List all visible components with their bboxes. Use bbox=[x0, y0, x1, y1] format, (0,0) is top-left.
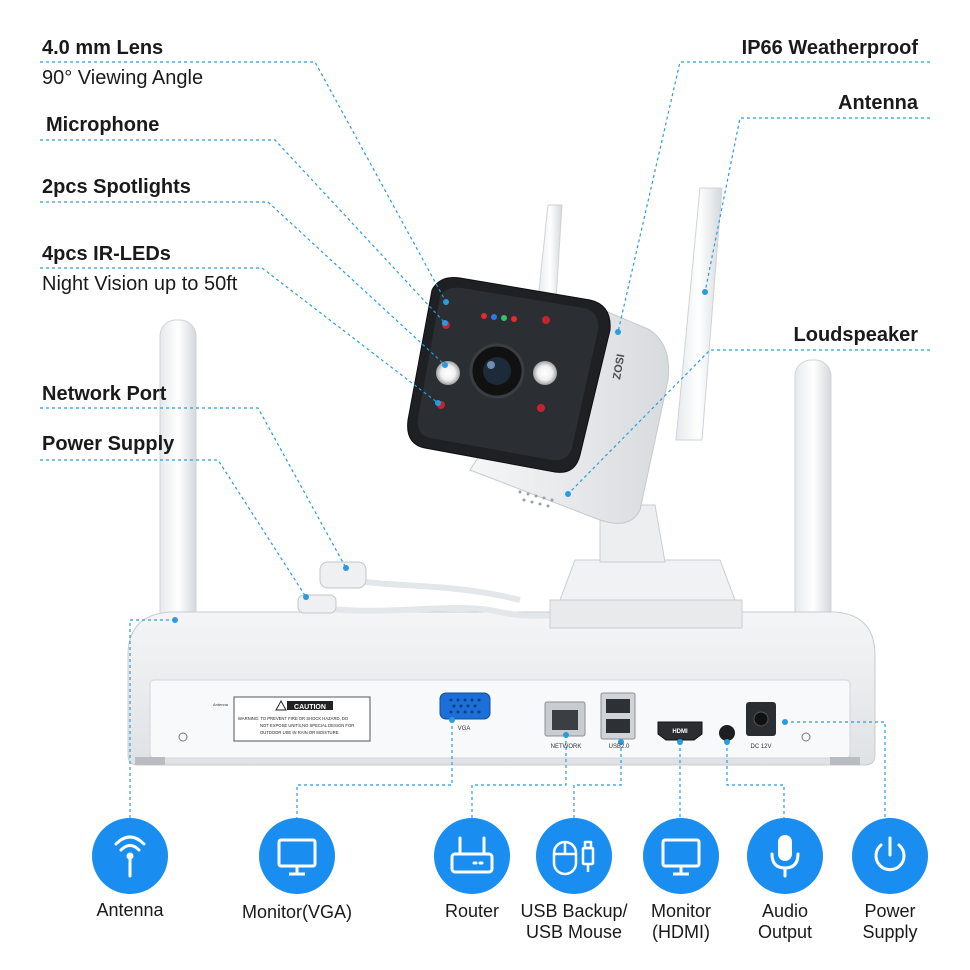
mouse-usb-icon bbox=[552, 840, 595, 876]
callout-network-port-title: Network Port bbox=[42, 383, 167, 405]
callout-loudspeaker: Loudspeaker bbox=[794, 323, 918, 347]
microphone-icon bbox=[770, 835, 800, 878]
port-label-usb-line2: USB Mouse bbox=[525, 922, 623, 942]
port-label-monitor-hdmi: Monitor (HDMI) bbox=[616, 901, 746, 943]
callout-power-supply-title: Power Supply bbox=[42, 433, 175, 455]
port-label-antenna-line1: Antenna bbox=[96, 900, 164, 920]
callout-ir-leds-sub: Night Vision up to 50ft bbox=[42, 273, 238, 295]
nvr-recorder bbox=[127, 611, 876, 766]
callout-microphone: Microphone bbox=[46, 113, 159, 137]
camera-antenna-right bbox=[675, 187, 723, 441]
callout-lens: 4.0 mm Lens 90° Viewing Angle bbox=[42, 36, 203, 90]
camera-antenna-left bbox=[537, 204, 563, 301]
callout-microphone-title: Microphone bbox=[46, 114, 160, 136]
port-label-antenna: Antenna bbox=[65, 900, 195, 921]
monitor-icon bbox=[277, 838, 317, 876]
power-supply-port-icon bbox=[852, 818, 928, 894]
port-label-usb-line1: USB Backup/ bbox=[520, 901, 628, 921]
port-label-power-line2: Supply bbox=[862, 922, 918, 942]
port-label-audio-line2: Output bbox=[757, 922, 813, 942]
power-icon bbox=[874, 836, 906, 872]
callout-weatherproof: IP66 Weatherproof bbox=[742, 36, 918, 60]
callout-ir-leds-title: 4pcs IR-LEDs bbox=[42, 243, 171, 265]
network-port-label: NETWORK bbox=[551, 744, 582, 750]
caution-label: CAUTION bbox=[294, 704, 326, 711]
callout-weatherproof-title: IP66 Weatherproof bbox=[741, 37, 918, 59]
callout-power-supply: Power Supply bbox=[42, 432, 174, 456]
monitor-hdmi-port-icon bbox=[643, 818, 719, 894]
callout-antenna: Antenna bbox=[838, 91, 918, 115]
camera-mount bbox=[549, 504, 743, 629]
monitor-icon bbox=[661, 838, 701, 876]
callout-lens-sub: 90° Viewing Angle bbox=[42, 67, 204, 89]
audio-output-port-icon bbox=[747, 818, 823, 894]
callout-antenna-title: Antenna bbox=[838, 92, 918, 114]
vga-port-label: VGA bbox=[458, 726, 471, 732]
port-label-usb: USB Backup/ USB Mouse bbox=[509, 901, 639, 943]
warning-line-1: WARNING: TO PREVENT FIRE OR SHOCK HAZARD… bbox=[238, 716, 349, 721]
port-label-power: Power Supply bbox=[825, 901, 955, 943]
port-label-monitor-hdmi-line2: (HDMI) bbox=[652, 922, 710, 942]
dc-port-label: DC 12V bbox=[750, 744, 771, 750]
usb-port-label: USB2.0 bbox=[609, 744, 630, 750]
callout-network-port: Network Port bbox=[42, 382, 166, 406]
callout-spotlights: 2pcs Spotlights bbox=[42, 175, 191, 199]
hdmi-port-label: HDMI bbox=[672, 729, 688, 735]
nvr-antenna-label: Antenna bbox=[213, 702, 229, 707]
usb-port-icon bbox=[536, 818, 612, 894]
port-label-monitor-vga-line1: Monitor(VGA) bbox=[241, 902, 353, 922]
port-label-monitor-vga: Monitor(VGA) bbox=[232, 902, 362, 923]
callout-ir-leds: 4pcs IR-LEDs Night Vision up to 50ft bbox=[42, 242, 237, 296]
callout-spotlights-title: 2pcs Spotlights bbox=[42, 176, 191, 198]
port-label-router-line1: Router bbox=[444, 901, 500, 921]
callout-leader-lines bbox=[40, 61, 930, 818]
wifi-antenna-icon bbox=[114, 835, 146, 878]
router-port-icon bbox=[434, 818, 510, 894]
warning-line-3: OUTDOOR USE IN RAIN OR MOISTURE. bbox=[260, 730, 340, 735]
port-label-power-line1: Power bbox=[864, 901, 916, 921]
callout-loudspeaker-title: Loudspeaker bbox=[793, 324, 918, 346]
callout-lens-title: 4.0 mm Lens bbox=[42, 37, 164, 59]
antenna-port-icon bbox=[92, 818, 168, 894]
port-label-router: Router bbox=[407, 901, 537, 922]
port-label-audio-line1: Audio bbox=[761, 901, 809, 921]
port-label-monitor-hdmi-line1: Monitor bbox=[650, 901, 712, 921]
camera-body bbox=[407, 277, 670, 524]
warning-line-2: NOT EXPOSE UNITS,NO SPECIAL DESIGN FOR bbox=[260, 723, 354, 728]
camera-brand-logo: ZOSI bbox=[611, 353, 627, 380]
port-label-audio: Audio Output bbox=[720, 901, 850, 943]
router-icon bbox=[450, 836, 494, 874]
monitor-vga-port-icon bbox=[259, 818, 335, 894]
callout-dots bbox=[172, 289, 788, 745]
